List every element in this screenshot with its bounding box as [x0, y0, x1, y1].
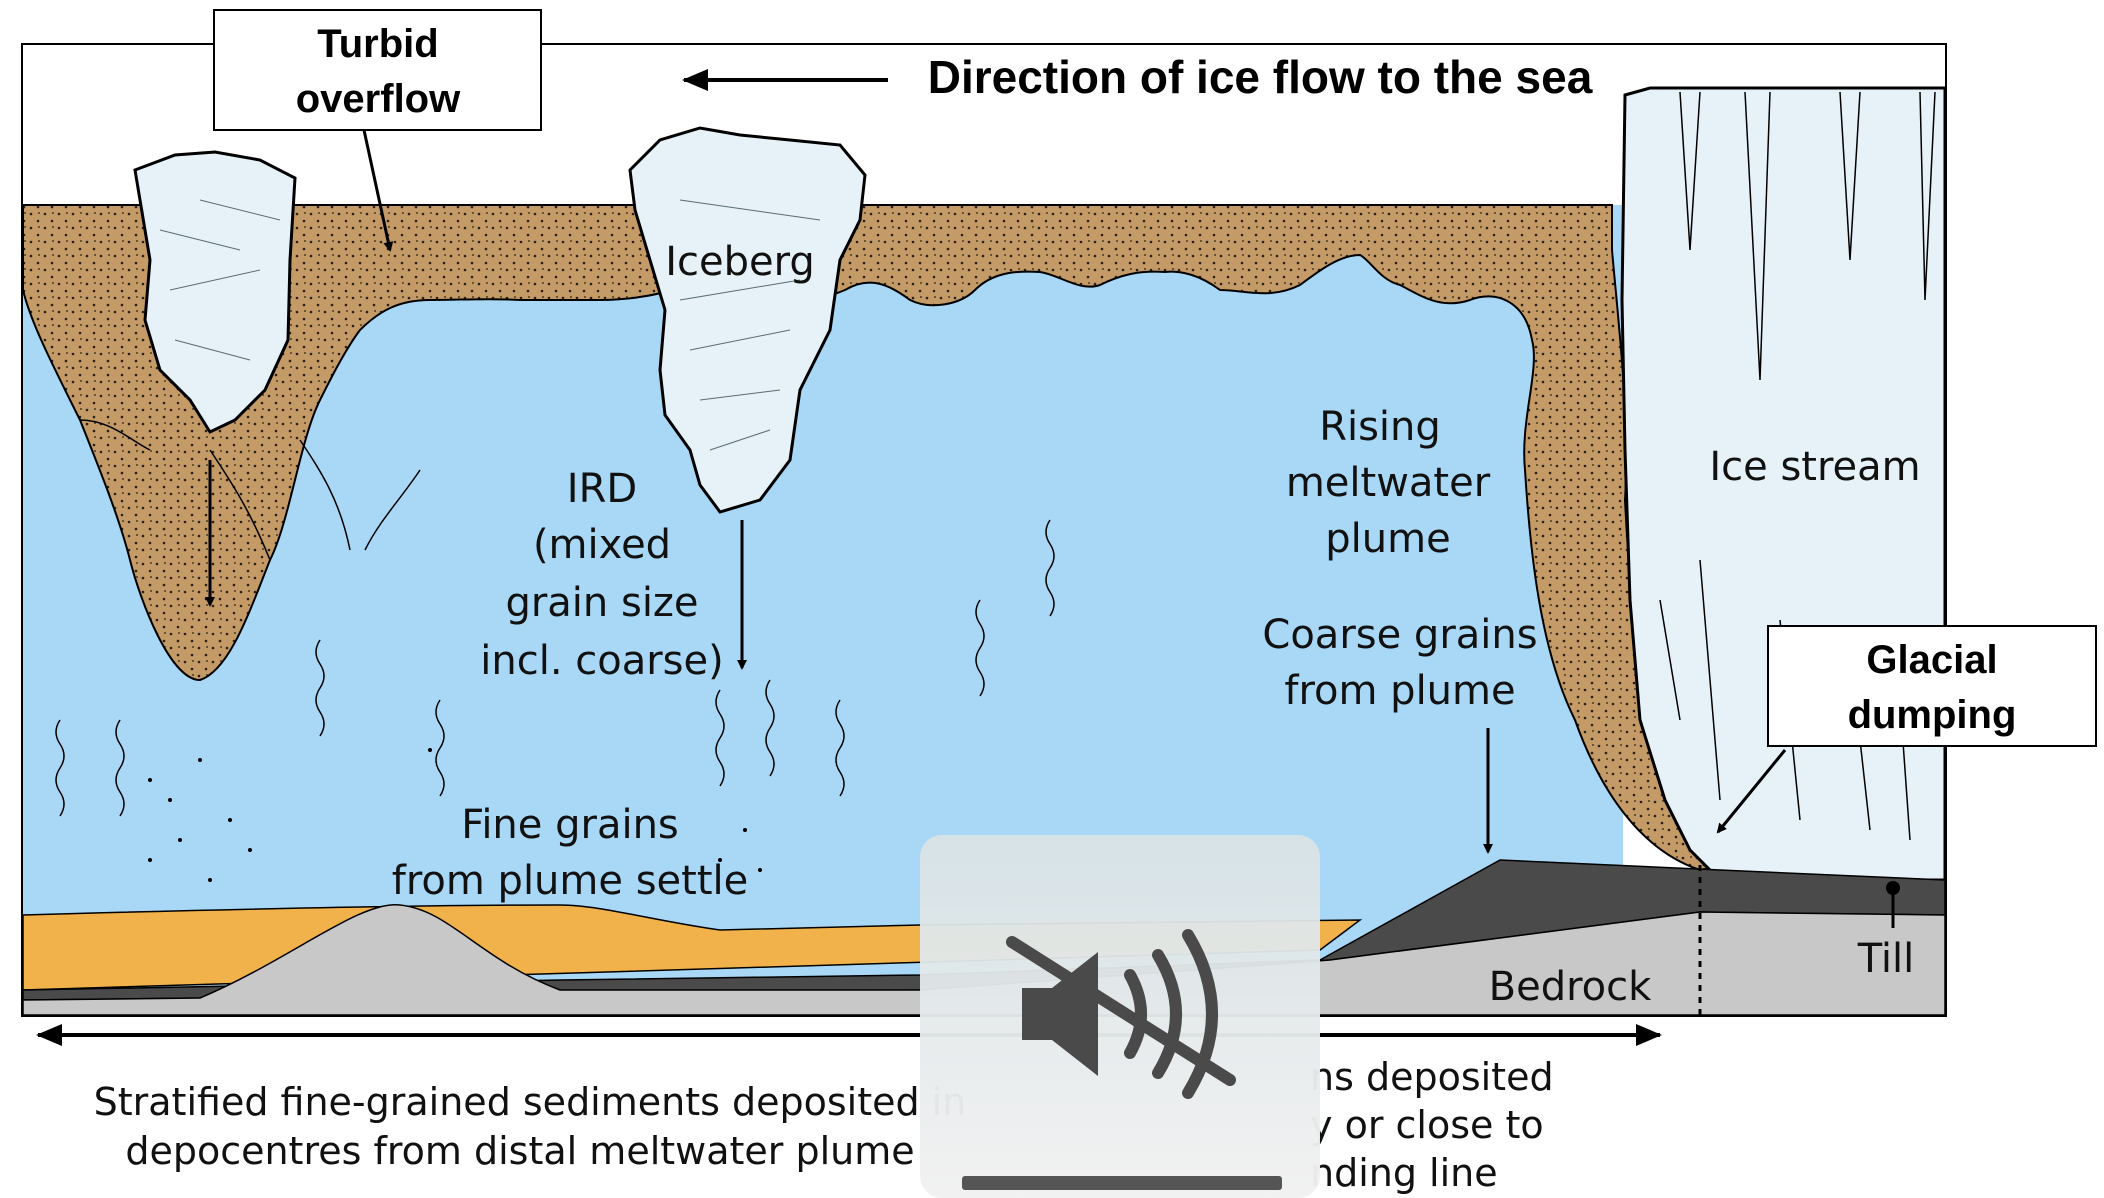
turbid-overflow-label: Turbid — [317, 22, 438, 66]
glacial-dumping-label-1: Glacial — [1866, 638, 1997, 682]
speaker-muted-icon — [1006, 929, 1236, 1099]
bedrock — [22, 904, 1946, 1016]
rising-plume-label-1: Rising — [1319, 404, 1441, 450]
caption-left-2: depocentres from distal meltwater plume — [125, 1129, 914, 1173]
fine-grains-dots — [148, 748, 762, 882]
plume-lobes — [79, 419, 421, 561]
iceberg-label: Iceberg — [665, 239, 815, 285]
caption-right-2: y or close to — [1310, 1103, 1544, 1147]
iceberg-left — [133, 150, 297, 434]
fine-grains-label-2: from plume settle — [392, 858, 748, 904]
glacial-dumping-arrow — [1716, 749, 1787, 834]
turbid-overflow-arrow — [362, 129, 394, 252]
ird-label-2: (mixed — [533, 522, 671, 568]
rising-plume-label-3: plume — [1325, 516, 1450, 562]
glacial-dumping-label-2: dumping — [1848, 693, 2017, 737]
turbid-overflow-label-2: overflow — [296, 77, 461, 121]
diagram-title: Direction of ice flow to the sea — [928, 51, 1593, 103]
volume-level-track — [962, 1176, 1282, 1190]
coarse-grains-label-2: from plume — [1284, 668, 1515, 714]
iceberg-left-cracks — [159, 199, 281, 361]
glacial-dumping-box — [1767, 625, 2097, 747]
ird-label-4: incl. coarse) — [480, 638, 723, 684]
coarse-grains-label-1: Coarse grains — [1262, 612, 1537, 658]
ird-label-3: grain size — [505, 580, 698, 626]
rising-plume-label-2: meltwater — [1286, 460, 1491, 506]
volume-hud — [920, 835, 1320, 1198]
ice-stream-label: Ice stream — [1709, 444, 1920, 490]
iceberg-center — [628, 126, 867, 514]
iceberg-center-cracks — [679, 199, 821, 451]
turbid-overflow-box — [213, 9, 542, 131]
caption-right-3: nding line — [1310, 1151, 1498, 1195]
ird-label-1: IRD — [567, 466, 637, 512]
fine-grains-label-1: Fine grains — [461, 802, 679, 848]
caption-right-1: ns deposited — [1310, 1055, 1554, 1099]
bedrock-label: Bedrock — [1489, 964, 1652, 1010]
till-label: Till — [1857, 936, 1915, 982]
till-marker — [1886, 881, 1900, 895]
plume-wavy-lines — [55, 519, 1055, 817]
caption-left-1: Stratified fine-grained sediments deposi… — [94, 1080, 967, 1124]
